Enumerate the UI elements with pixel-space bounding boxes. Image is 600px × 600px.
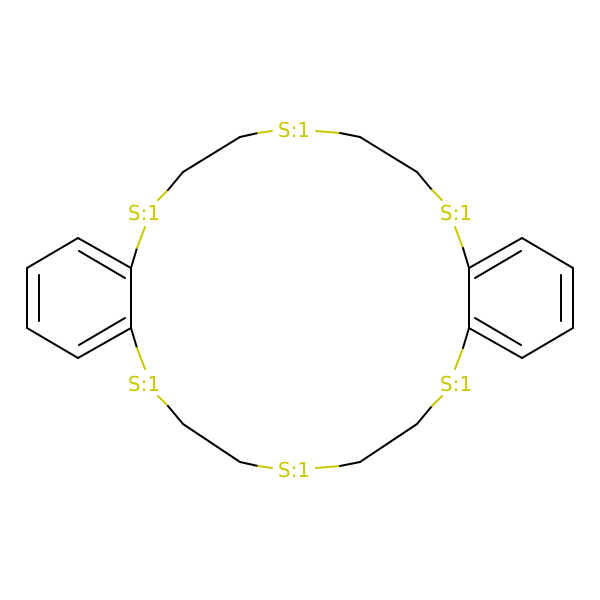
bond xyxy=(521,237,574,269)
sulfur-atom-lower-right: S:1 xyxy=(440,372,472,396)
sulfur-atom-top: S:1 xyxy=(278,118,310,142)
bond xyxy=(182,423,241,463)
bond xyxy=(130,327,138,349)
bond xyxy=(462,247,470,269)
bond xyxy=(474,250,522,279)
bond xyxy=(431,395,443,407)
bond xyxy=(454,226,464,249)
bond xyxy=(26,237,79,269)
bond xyxy=(167,171,184,191)
bond xyxy=(468,237,523,269)
bond xyxy=(315,465,341,469)
macrocycle-chain xyxy=(130,130,470,469)
bond xyxy=(359,136,418,173)
bond xyxy=(339,461,361,467)
bond xyxy=(77,237,132,269)
bond xyxy=(462,327,470,349)
sulfur-atom-lower-left: S:1 xyxy=(128,372,160,396)
sulfur-atoms: S:1 S:1 S:1 S:1 S:1 S:1 xyxy=(128,118,472,482)
bond xyxy=(468,327,523,359)
sulfur-atom-upper-right: S:1 xyxy=(440,201,472,225)
bond xyxy=(416,171,433,191)
left-benzene-ring xyxy=(26,237,132,359)
sulfur-atom-upper-left: S:1 xyxy=(128,201,160,225)
bond xyxy=(136,347,146,370)
bond xyxy=(521,327,574,359)
bond xyxy=(167,405,184,425)
bond xyxy=(26,327,79,359)
bond xyxy=(359,423,418,463)
bond xyxy=(130,247,138,269)
bond xyxy=(182,136,241,173)
bond xyxy=(157,395,169,407)
bond xyxy=(157,189,169,201)
bond xyxy=(136,226,146,249)
bond xyxy=(77,327,132,359)
bond xyxy=(78,250,126,279)
bond xyxy=(454,347,464,370)
bond xyxy=(239,461,259,467)
bond xyxy=(78,317,126,346)
bond xyxy=(431,189,443,201)
bond xyxy=(416,405,433,425)
bond xyxy=(315,130,341,134)
bond xyxy=(239,132,259,138)
right-benzene-ring xyxy=(468,237,574,359)
bond xyxy=(474,317,522,346)
bond xyxy=(257,130,273,134)
bond xyxy=(257,465,273,469)
sulfur-atom-bottom: S:1 xyxy=(278,458,310,482)
bond xyxy=(339,132,361,138)
